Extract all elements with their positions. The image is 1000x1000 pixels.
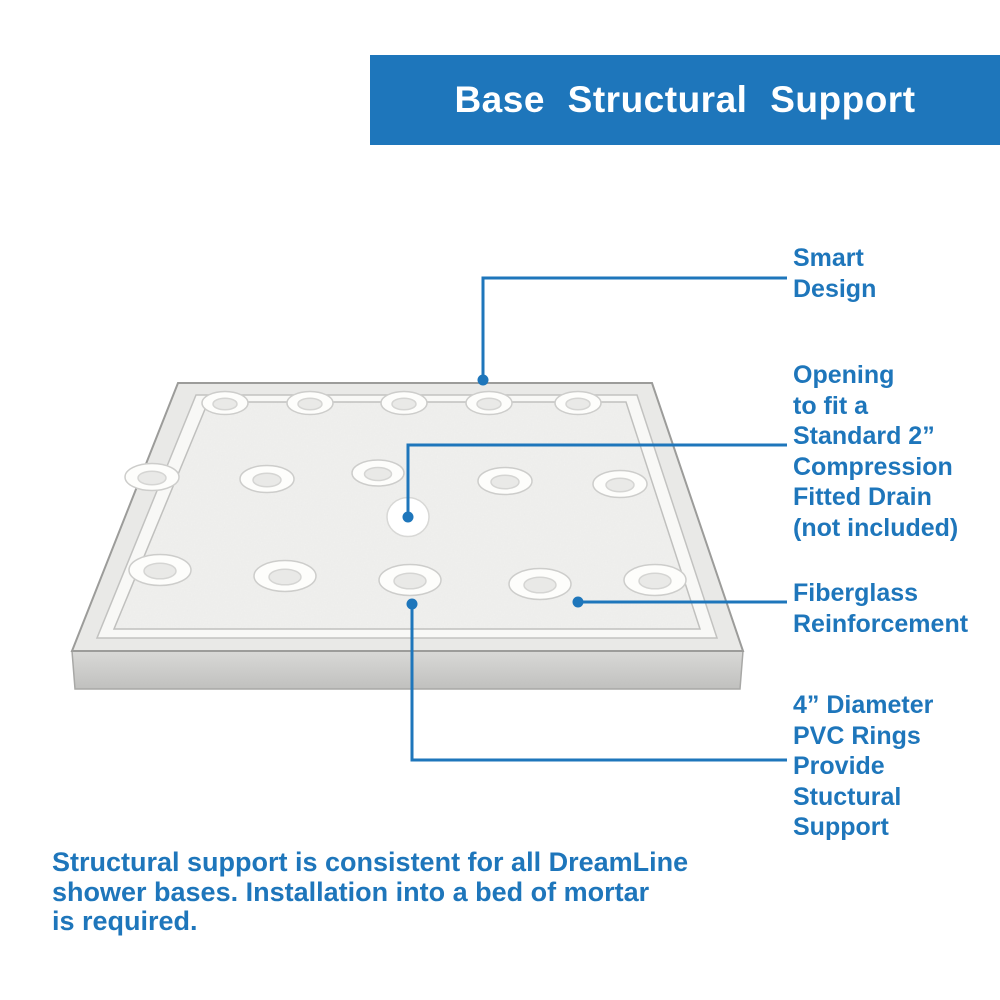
callout-dot-smart-design [477, 374, 489, 386]
pvc-ring-hole [565, 397, 591, 411]
callout-line-pvc-rings [410, 604, 787, 762]
pvc-ring-hole [638, 572, 672, 590]
callout-dot-pvc-rings [406, 598, 418, 610]
callout-label-smart-design: Smart Design [793, 244, 877, 303]
pvc-ring-hole [297, 397, 323, 411]
callout-dot-drain-opening [402, 511, 414, 523]
pvc-ring-row-middle [124, 459, 648, 499]
callout-line-drain-opening [406, 443, 787, 517]
pvc-ring-hole [268, 568, 302, 586]
pvc-ring-hole [137, 470, 167, 486]
base-front-face [71, 650, 744, 690]
pvc-ring-hole [212, 397, 238, 411]
pvc-ring-row-front [128, 553, 687, 601]
pvc-ring-hole [391, 397, 417, 411]
pvc-ring-hole [252, 472, 282, 488]
callout-label-drain-opening: Opening to fit a Standard 2” Compression… [793, 361, 959, 542]
callout-line-smart-design [481, 276, 787, 380]
callout-dot-fiberglass [572, 596, 584, 608]
pvc-ring-row-back [201, 390, 602, 416]
pvc-ring-hole [605, 477, 635, 493]
pvc-ring-hole [523, 576, 557, 594]
pvc-ring-hole [476, 397, 502, 411]
callout-lines [402, 276, 787, 762]
pvc-ring-hole [490, 474, 520, 490]
callout-label-pvc-rings: 4” Diameter PVC Rings Provide Stuctural … [793, 691, 934, 841]
pvc-ring-hole [143, 562, 177, 580]
pvc-ring-hole [363, 466, 393, 482]
title-banner: Base Structural Support [370, 55, 1000, 145]
callout-label-fiberglass: Fiberglass Reinforcement [793, 579, 969, 638]
pvc-ring-hole [393, 572, 427, 590]
footer-note: Structural support is consistent for all… [52, 847, 689, 937]
shower-base-pan [70, 382, 745, 690]
page-title: Base Structural Support [454, 79, 916, 120]
